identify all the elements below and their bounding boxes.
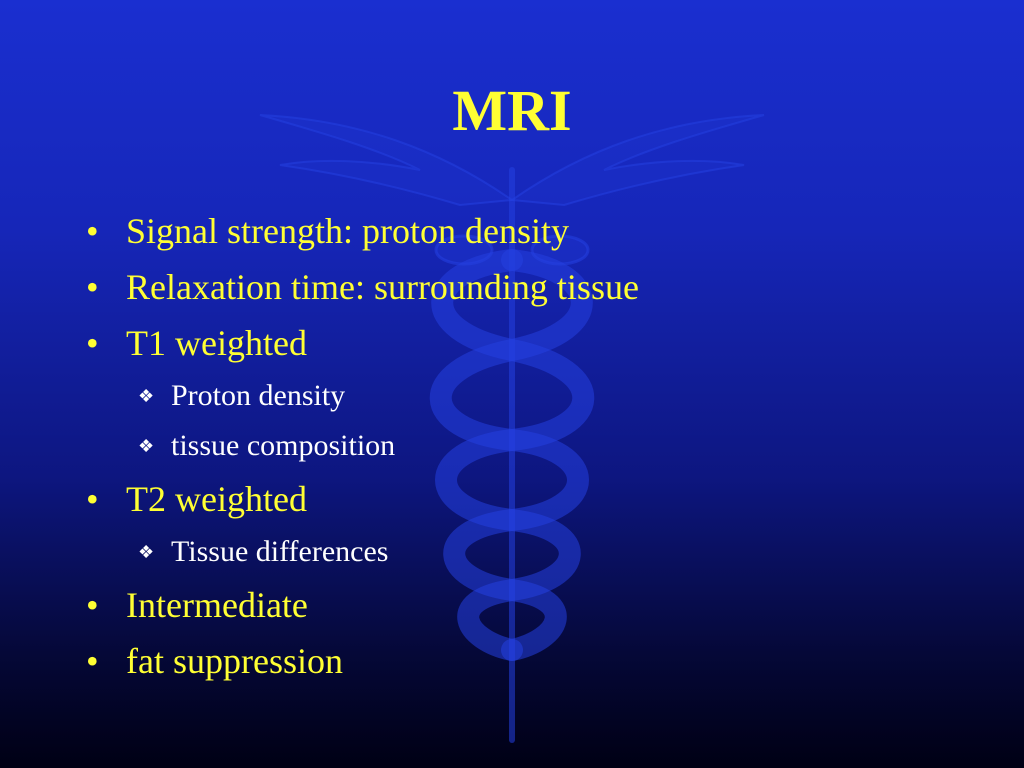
- bullet-marker: •: [86, 479, 99, 519]
- sub-bullet-text: Proton density: [171, 379, 346, 412]
- sub-bullet-text: Tissue differences: [171, 535, 389, 568]
- bullet-marker: •: [86, 323, 99, 363]
- bullet-item: • fat suppression: [86, 633, 639, 689]
- sub-bullet-text: tissue composition: [171, 429, 396, 462]
- sub-bullet-marker-icon: ❖: [138, 436, 155, 456]
- slide-title: MRI: [452, 78, 572, 143]
- sub-bullet-marker-icon: ❖: [138, 386, 155, 406]
- bullet-text: T1 weighted: [126, 323, 307, 363]
- bullet-text: Signal strength: proton density: [126, 211, 569, 251]
- sub-bullet-item: ❖ Proton density: [86, 371, 639, 421]
- bullet-item: • Intermediate: [86, 577, 639, 633]
- sub-bullet-marker-icon: ❖: [138, 542, 155, 562]
- bullet-marker: •: [86, 585, 99, 625]
- bullet-item: • Signal strength: proton density: [86, 203, 639, 259]
- bullet-text: Intermediate: [126, 585, 308, 625]
- sub-bullet-item: ❖ Tissue differences: [86, 527, 639, 577]
- bullet-text: fat suppression: [126, 641, 343, 681]
- sub-bullet-item: ❖ tissue composition: [86, 421, 639, 471]
- bullet-item: • Relaxation time: surrounding tissue: [86, 259, 639, 315]
- bullet-item: • T1 weighted: [86, 315, 639, 371]
- bullet-marker: •: [86, 267, 99, 307]
- bullet-list: • Signal strength: proton density • Rela…: [86, 203, 639, 689]
- bullet-text: T2 weighted: [126, 479, 307, 519]
- bullet-marker: •: [86, 211, 99, 251]
- bullet-text: Relaxation time: surrounding tissue: [126, 267, 639, 307]
- bullet-item: • T2 weighted: [86, 471, 639, 527]
- bullet-marker: •: [86, 641, 99, 681]
